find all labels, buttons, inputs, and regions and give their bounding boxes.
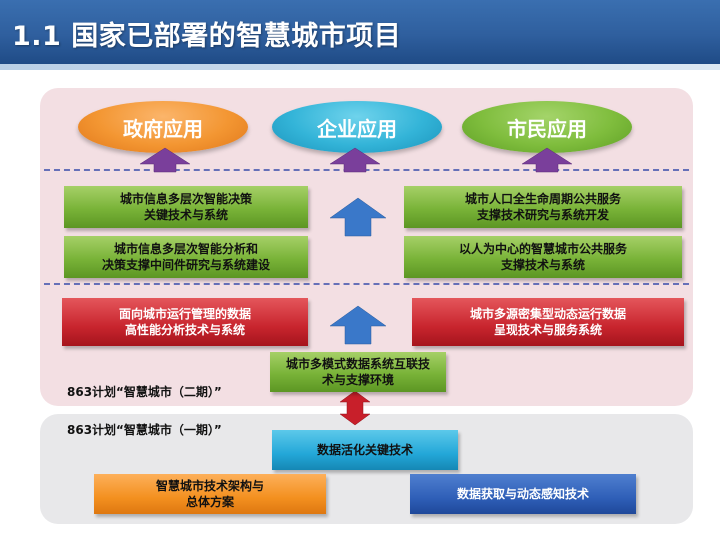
blue-box-data-acquisition: 数据获取与动态感知技术 (410, 474, 636, 514)
green-box-left-bottom: 城市信息多层次智能分析和 决策支撑中间件研究与系统建设 (64, 236, 308, 278)
enterprise-application-label: 企业应用 (317, 116, 397, 141)
green-box-center-text: 城市多模式数据系统互联技 术与支撑环境 (285, 357, 430, 387)
purple-arrow-left-icon (139, 147, 191, 173)
phase1-plan-label: 863计划“智慧城市（一期）” (67, 423, 222, 437)
slide-title: 1.1 国家已部署的智慧城市项目 (12, 21, 402, 52)
orange-box-architecture: 智慧城市技术架构与 总体方案 (94, 474, 326, 514)
slide-header (0, 0, 720, 64)
blue-arrow-upper-icon (329, 197, 387, 237)
dashed-separator-top (44, 169, 689, 171)
orange-box-architecture-text: 智慧城市技术架构与 总体方案 (155, 479, 264, 509)
green-box-left-top-text: 城市信息多层次智能决策 关键技术与系统 (119, 192, 252, 222)
purple-arrow-center-icon (329, 147, 381, 173)
purple-arrow-right-icon (521, 147, 573, 173)
blue-arrow-lower-icon (329, 305, 387, 345)
cyan-box-data-activation-text: 数据活化关键技术 (316, 443, 413, 457)
green-box-center: 城市多模式数据系统互联技 术与支撑环境 (270, 352, 446, 392)
header-stripe (0, 64, 720, 70)
cyan-box-data-activation: 数据活化关键技术 (272, 430, 458, 470)
red-box-left: 面向城市运行管理的数据 高性能分析技术与系统 (62, 298, 308, 346)
red-box-right: 城市多源密集型动态运行数据 呈现技术与服务系统 (412, 298, 684, 346)
green-box-right-bottom: 以人为中心的智慧城市公共服务 支撑技术与系统 (404, 236, 682, 278)
green-box-left-bottom-text: 城市信息多层次智能分析和 决策支撑中间件研究与系统建设 (101, 242, 270, 272)
citizen-application-oval: 市民应用 (462, 101, 632, 153)
blue-box-data-acquisition-text: 数据获取与动态感知技术 (456, 487, 589, 501)
enterprise-application-oval: 企业应用 (272, 101, 442, 153)
citizen-application-label: 市民应用 (507, 116, 587, 141)
phase2-plan-label: 863计划“智慧城市（二期）” (67, 385, 222, 399)
red-box-right-text: 城市多源密集型动态运行数据 呈现技术与服务系统 (469, 307, 626, 337)
red-double-arrow-icon (339, 390, 371, 426)
government-application-oval: 政府应用 (78, 101, 248, 153)
dashed-separator-bottom (44, 283, 689, 285)
green-box-right-top: 城市人口全生命周期公共服务 支撑技术研究与系统开发 (404, 186, 682, 228)
green-box-right-bottom-text: 以人为中心的智慧城市公共服务 支撑技术与系统 (458, 242, 627, 272)
red-box-left-text: 面向城市运行管理的数据 高性能分析技术与系统 (118, 307, 251, 337)
government-application-label: 政府应用 (123, 116, 203, 141)
green-box-left-top: 城市信息多层次智能决策 关键技术与系统 (64, 186, 308, 228)
green-box-right-top-text: 城市人口全生命周期公共服务 支撑技术研究与系统开发 (464, 192, 621, 222)
